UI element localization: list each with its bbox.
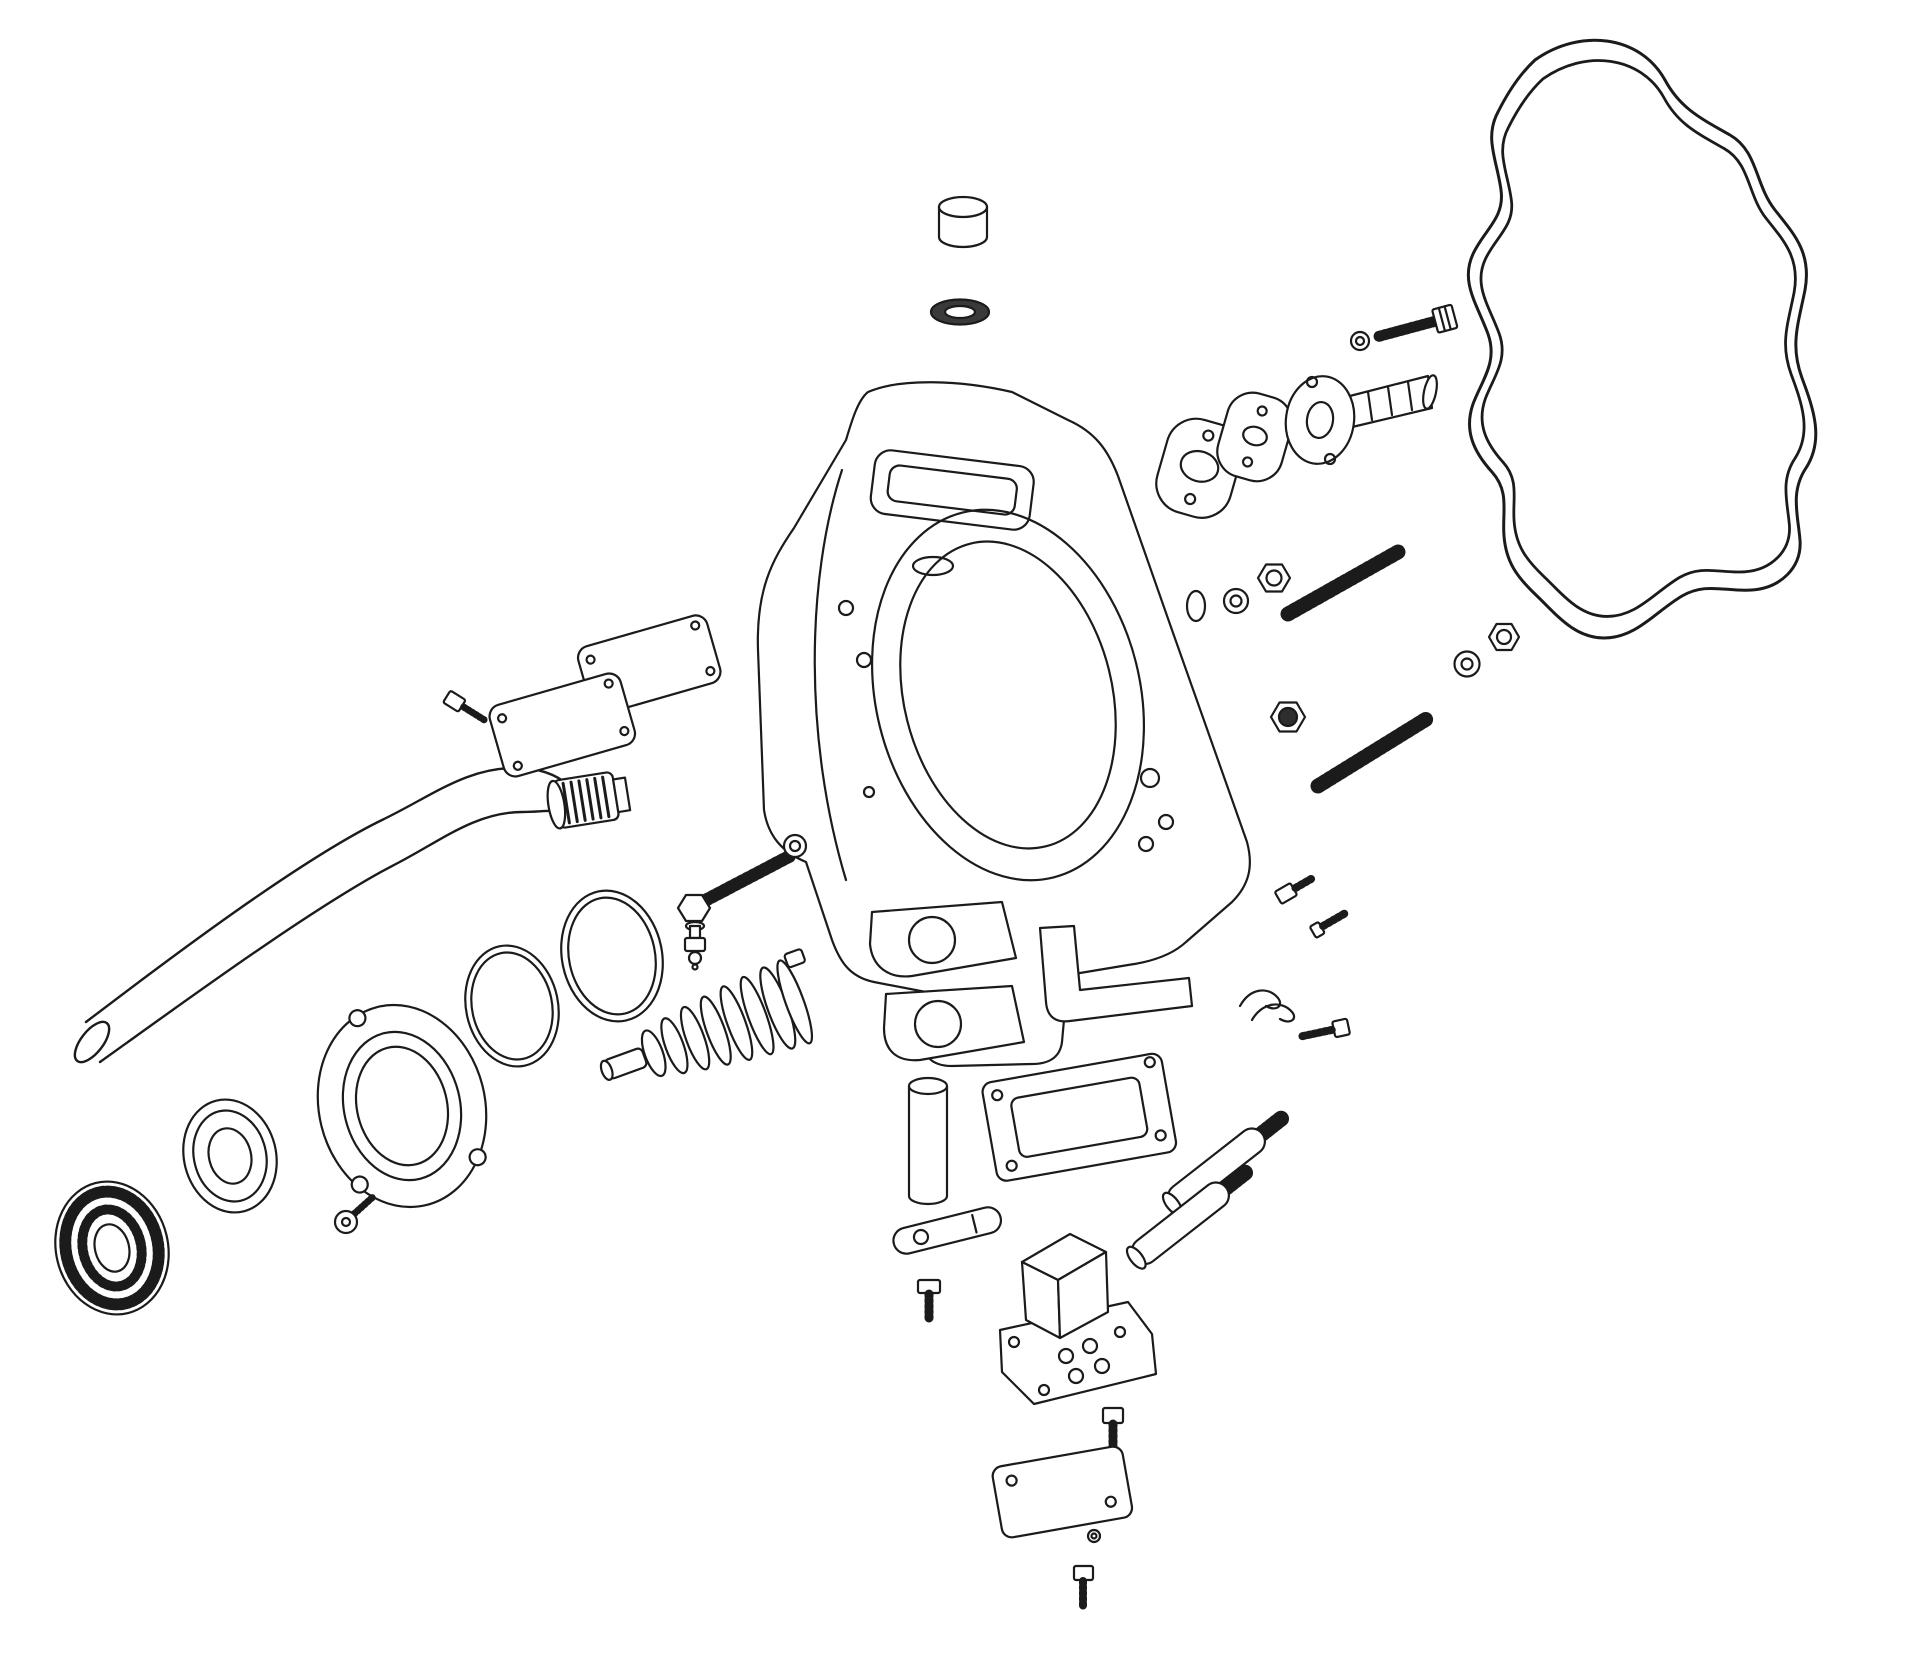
upper-seal-drawing — [929, 298, 991, 326]
oil-seal-drawing — [182, 1098, 278, 1214]
stud-upper-drawing — [1280, 544, 1406, 622]
exhaust-plate-drawing — [981, 1052, 1178, 1182]
plate-screw-drawing — [442, 690, 488, 724]
housing-screw-drawing — [333, 1192, 378, 1235]
bushing-drawing — [937, 195, 989, 249]
stud-washer-drawing — [1222, 587, 1250, 615]
bearing-housing-drawing — [316, 1003, 488, 1209]
arm-bolt-drawing — [916, 1278, 942, 1323]
hex-nut-upper-drawing — [1256, 563, 1292, 593]
hose-plug-drawing — [546, 771, 632, 830]
anchor-clip-drawing — [1238, 989, 1296, 1023]
drain-plug-drawing — [1269, 701, 1307, 733]
shift-bracket-drawing — [998, 1232, 1158, 1406]
o-ring-small-drawing — [464, 944, 560, 1068]
pivot-bolt-drawing — [676, 849, 797, 923]
anode-bolt-drawing — [1274, 875, 1316, 905]
clip-bolt-drawing — [1298, 1017, 1351, 1041]
transom-gasket-drawing — [1466, 38, 1818, 640]
gimbal-bearing-drawing — [54, 1180, 170, 1316]
small-o-ring-drawing — [1086, 1528, 1102, 1544]
bracket-cover-plate-drawing — [991, 1445, 1134, 1539]
fitting-washer-drawing — [1349, 330, 1371, 352]
gimbal-housing-drawing — [756, 381, 1251, 1068]
grease-fitting-drawing — [683, 920, 707, 971]
pivot-washer-drawing — [782, 833, 808, 859]
anode-stud-drawing — [1309, 909, 1350, 939]
shift-arm-drawing — [892, 1206, 1003, 1255]
water-fitting-drawing — [1284, 374, 1438, 466]
stud-lower-drawing — [1310, 710, 1436, 794]
hex-nut-lower-drawing — [1487, 622, 1521, 652]
shift-cable-bellows-drawing — [599, 948, 814, 1081]
fitting-bolt-drawing — [1373, 303, 1459, 342]
bracket-bolt-drawing — [1101, 1406, 1125, 1457]
gasket-cover-drawing — [1216, 391, 1294, 483]
imco-serial-plate-drawing — [488, 672, 637, 778]
reservoir-tube-lower-drawing — [1125, 1164, 1254, 1270]
cover-bolt-drawing — [1072, 1564, 1095, 1610]
o-ring-large-drawing — [560, 889, 664, 1023]
nut-washer-drawing — [1453, 650, 1481, 678]
parts-layer — [54, 38, 1818, 1610]
pivot-pin-drawing — [907, 1076, 949, 1206]
exhaust-hose-drawing — [73, 766, 580, 1064]
